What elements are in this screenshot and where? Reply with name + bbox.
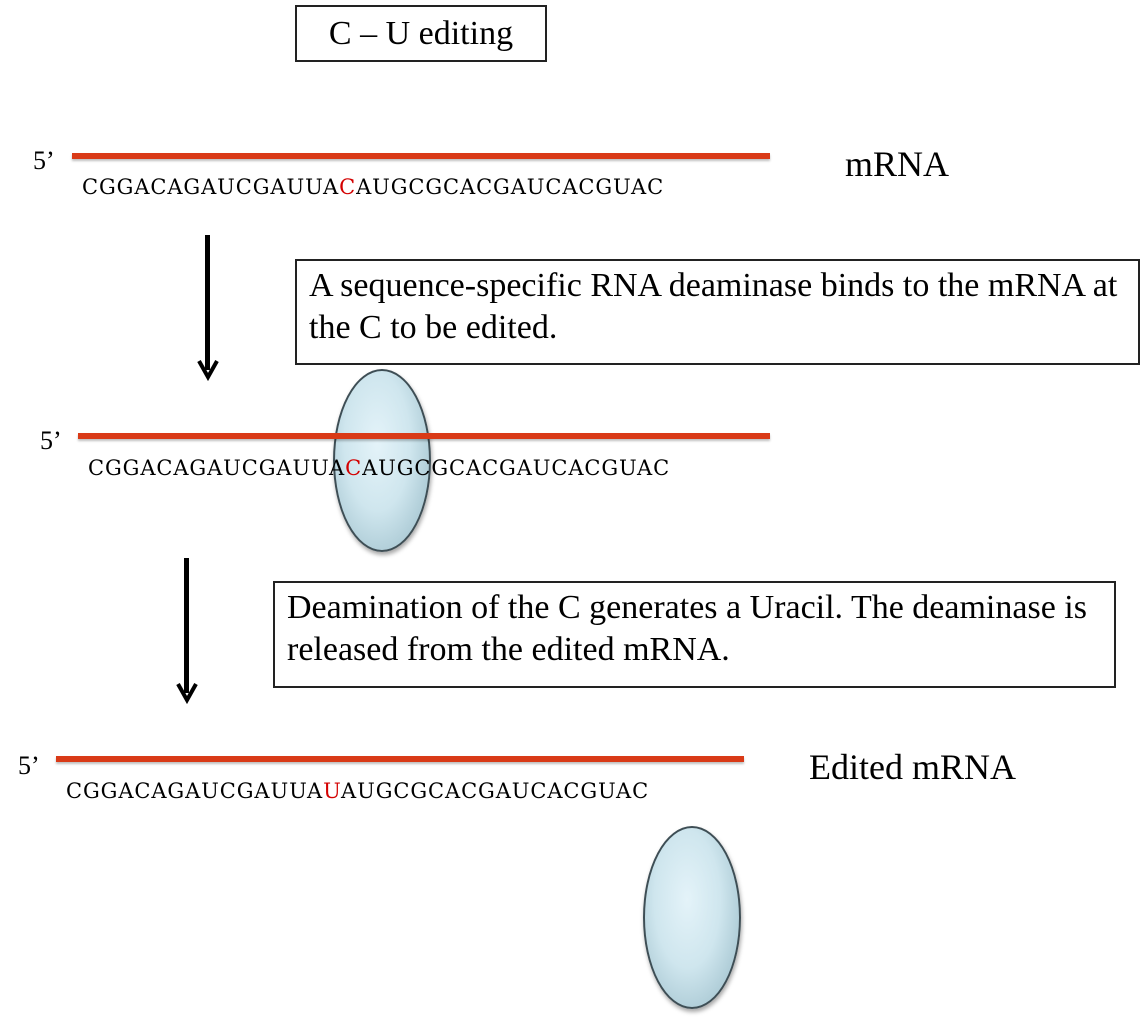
edited-mrna-label: Edited mRNA xyxy=(809,747,1016,787)
mrna-strand xyxy=(72,153,770,159)
diagram-title: C – U editing xyxy=(295,5,547,62)
sequence-5prime-part: CGGACAGAUCGAUUA xyxy=(88,456,346,480)
sequence-5prime-part: CGGACAGAUCGAUUA xyxy=(82,175,340,199)
arrow-head-icon xyxy=(176,683,198,705)
edited-base: U xyxy=(323,779,342,803)
edited-mrna-strand xyxy=(56,756,744,762)
five-prime-label: 5’ xyxy=(40,426,62,455)
down-arrow-icon xyxy=(184,558,189,693)
step-1-note: A sequence-specific RNA deaminase binds … xyxy=(295,259,1140,365)
step-2-note: Deamination of the C generates a Uracil.… xyxy=(273,581,1116,688)
arrow-head-icon xyxy=(197,360,219,382)
mrna-sequence: CGGACAGAUCGAUUACAUGCGCACGAUCACGUAC xyxy=(82,175,664,199)
mrna-label: mRNA xyxy=(845,144,950,184)
mrna-sequence: CGGACAGAUCGAUUACAUGCGCACGAUCACGUAC xyxy=(88,456,670,480)
target-base: C xyxy=(339,175,357,199)
mrna-strand xyxy=(78,433,770,439)
deaminase-enzyme xyxy=(333,369,431,552)
sequence-3prime-part: AUGCGCACGAUCACGUAC xyxy=(362,456,671,480)
target-base: C xyxy=(345,456,363,480)
five-prime-label: 5’ xyxy=(33,146,55,175)
down-arrow-icon xyxy=(205,235,210,370)
edited-mrna-sequence: CGGACAGAUCGAUUAUAUGCGCACGAUCACGUAC xyxy=(66,779,649,803)
five-prime-label: 5’ xyxy=(18,751,40,780)
sequence-5prime-part: CGGACAGAUCGAUUA xyxy=(66,779,324,803)
released-deaminase-enzyme xyxy=(643,826,741,1009)
sequence-3prime-part: AUGCGCACGAUCACGUAC xyxy=(341,779,650,803)
sequence-3prime-part: AUGCGCACGAUCACGUAC xyxy=(356,175,665,199)
